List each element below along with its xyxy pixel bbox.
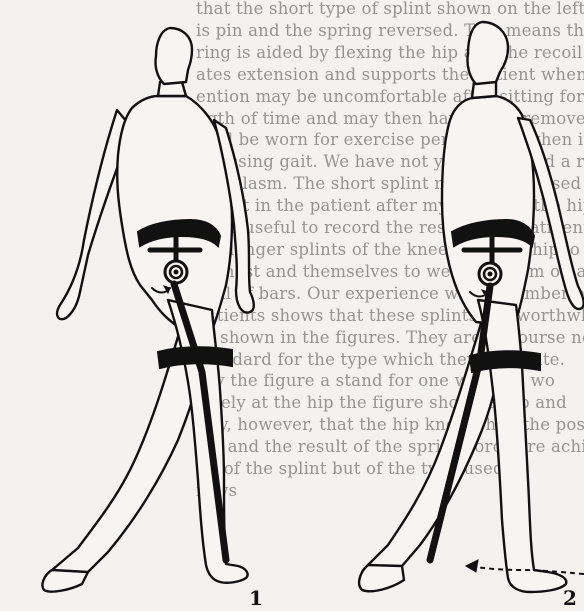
dashed-arrowhead: [466, 560, 478, 572]
figure-2-back-foot: [359, 565, 404, 591]
figure-2-front-leg: [478, 300, 566, 592]
figure-1-spring-joint-center: [174, 270, 178, 274]
figure-label-2: 2: [563, 586, 577, 610]
figure-2-spring-joint-center: [488, 272, 492, 276]
figure-2-head: [467, 22, 508, 84]
figure-1-back-leg: [44, 330, 205, 586]
figure-label-1: 1: [249, 586, 263, 610]
figure-2-walking-person: [359, 22, 584, 592]
figure-1-back-foot: [42, 570, 88, 592]
figure-1-head: [155, 28, 192, 84]
